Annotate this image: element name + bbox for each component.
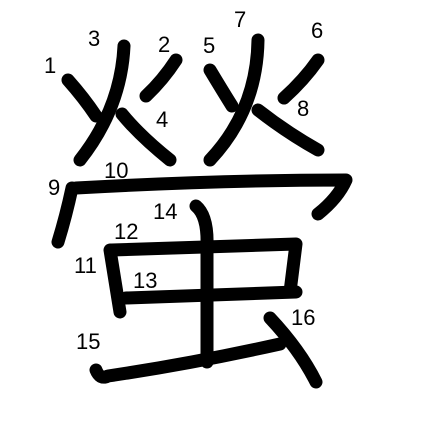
stroke-number-1: 1	[44, 53, 56, 78]
stroke-number-12: 12	[114, 219, 138, 244]
stroke-number-13: 13	[133, 268, 157, 293]
stroke-number-7: 7	[234, 7, 246, 32]
stroke-number-4: 4	[156, 107, 168, 132]
stroke-12	[105, 237, 303, 299]
stroke-1	[61, 73, 103, 123]
stroke-2	[139, 53, 183, 103]
stroke-14	[189, 199, 214, 369]
stroke-number-6: 6	[311, 18, 323, 43]
stroke-number-14: 14	[153, 199, 177, 224]
stroke-number-11: 11	[74, 253, 97, 278]
stroke-9	[51, 181, 79, 249]
stroke-8	[251, 103, 325, 157]
stroke-4	[115, 107, 177, 167]
stroke-number-5: 5	[203, 33, 215, 58]
stroke-number-16: 16	[291, 305, 315, 330]
stroke-number-labels: 1 2 3 4 5 6 7 8 9 10 11 12 13 14 15 16	[44, 7, 323, 354]
stroke-number-8: 8	[297, 96, 309, 121]
stroke-16	[263, 311, 323, 389]
stroke-10	[69, 173, 353, 221]
stroke-number-2: 2	[158, 32, 170, 57]
stroke-number-3: 3	[88, 26, 100, 51]
stroke-number-10: 10	[104, 158, 128, 183]
character-strokes	[51, 33, 353, 389]
stroke-11	[103, 243, 127, 319]
stroke-5	[203, 63, 239, 113]
stroke-3	[73, 39, 131, 167]
stroke-15	[89, 337, 287, 384]
stroke-6	[277, 53, 325, 105]
stroke-7	[203, 33, 265, 167]
stroke-number-15: 15	[76, 329, 100, 354]
stroke-number-9: 9	[48, 175, 60, 200]
